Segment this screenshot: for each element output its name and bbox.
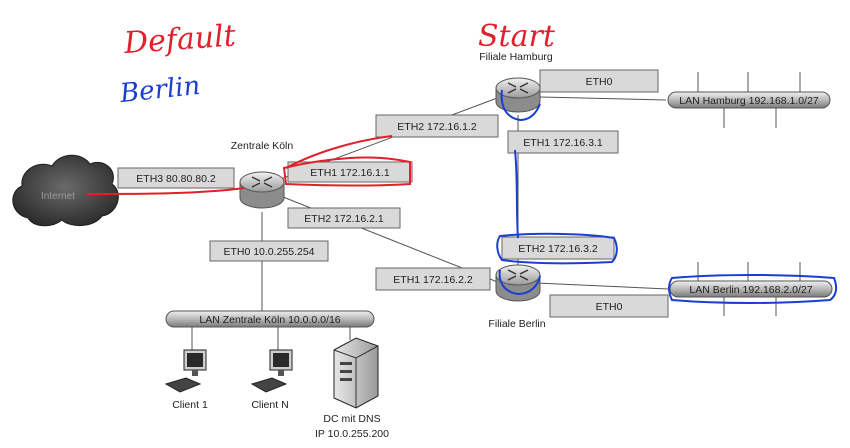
client-1: Client 1: [164, 349, 208, 411]
berlin-route-markings: [496, 89, 838, 304]
lan-bus-berlin: LAN Berlin 192.168.2.0/27: [669, 262, 833, 316]
workstation-icon: [250, 349, 293, 393]
interface-labels: ETH3 80.80.80.2 ETH1 172.16.1.1 ETH2 172…: [117, 69, 669, 318]
client-n: Client N: [250, 349, 293, 411]
lan-koeln-label: LAN Zentrale Köln 10.0.0.0/16: [199, 314, 340, 326]
svg-text:ETH1 172.16.1.1: ETH1 172.16.1.1: [310, 167, 390, 179]
annotation-start: Start: [478, 19, 556, 54]
router-hamburg: Filiale Hamburg: [479, 51, 553, 113]
svg-text:ETH2 172.16.2.1: ETH2 172.16.2.1: [304, 213, 384, 225]
link-berlin-lan: [535, 282, 669, 290]
iface-koeln-eth2: ETH2 172.16.2.1: [287, 207, 401, 229]
annotation-berlin: Berlin: [118, 71, 202, 109]
lan-bus-koeln: LAN Zentrale Köln 10.0.0.0/16: [165, 310, 375, 328]
svg-text:ETH0: ETH0: [586, 76, 613, 88]
iface-koeln-eth1: ETH1 172.16.1.1: [287, 161, 413, 183]
dc-label-line1: DC mit DNS: [323, 413, 380, 425]
svg-text:ETH0 10.0.255.254: ETH0 10.0.255.254: [223, 246, 314, 258]
router-koeln: Zentrale Köln: [231, 140, 294, 209]
router-berlin: Filiale Berlin: [488, 264, 546, 330]
svg-text:ETH2 172.16.1.2: ETH2 172.16.1.2: [397, 121, 477, 133]
svg-text:ETH2 172.16.3.2: ETH2 172.16.3.2: [518, 243, 598, 255]
server-tower-icon: [333, 337, 379, 409]
iface-hamburg-eth0: ETH0: [539, 69, 659, 93]
dc-server: DC mit DNS IP 10.0.255.200: [315, 337, 389, 440]
svg-text:ETH1 172.16.2.2: ETH1 172.16.2.2: [393, 274, 473, 286]
router-hamburg-name: Filiale Hamburg: [479, 51, 553, 63]
router-berlin-name: Filiale Berlin: [488, 318, 545, 330]
router-arrows-icon: [507, 269, 529, 281]
client-n-label: Client N: [251, 399, 288, 411]
router-arrows-icon: [251, 176, 273, 188]
svg-text:ETH1 172.16.3.1: ETH1 172.16.3.1: [523, 137, 603, 149]
svg-text:ETH0: ETH0: [596, 301, 623, 313]
iface-hamburg-eth2: ETH2 172.16.1.2: [375, 114, 499, 138]
iface-koeln-eth3: ETH3 80.80.80.2: [117, 167, 235, 189]
iface-hamburg-eth1: ETH1 172.16.3.1: [507, 130, 619, 154]
iface-berlin-eth2: ETH2 172.16.3.2: [501, 236, 615, 260]
iface-koeln-eth0: ETH0 10.0.255.254: [209, 240, 329, 262]
iface-berlin-eth0: ETH0: [549, 294, 669, 318]
lan-hamburg-label: LAN Hamburg 192.168.1.0/27: [679, 95, 819, 107]
internet-label: Internet: [41, 191, 75, 202]
link-hamburg-lan: [539, 96, 667, 101]
dc-label-line2: IP 10.0.255.200: [315, 428, 389, 440]
workstation-icon: [164, 349, 207, 393]
router-koeln-name: Zentrale Köln: [231, 140, 294, 152]
svg-text:ETH3 80.80.80.2: ETH3 80.80.80.2: [136, 173, 216, 185]
router-arrows-icon: [507, 82, 529, 94]
iface-berlin-eth1: ETH1 172.16.2.2: [375, 267, 491, 291]
client-1-label: Client 1: [172, 399, 208, 411]
lan-bus-hamburg: LAN Hamburg 192.168.1.0/27: [667, 72, 831, 128]
default-route-markings: [85, 135, 411, 195]
internet-cloud-icon: Internet: [12, 154, 119, 227]
lan-berlin-label: LAN Berlin 192.168.2.0/27: [689, 284, 812, 296]
annotation-default: Default: [122, 18, 238, 61]
